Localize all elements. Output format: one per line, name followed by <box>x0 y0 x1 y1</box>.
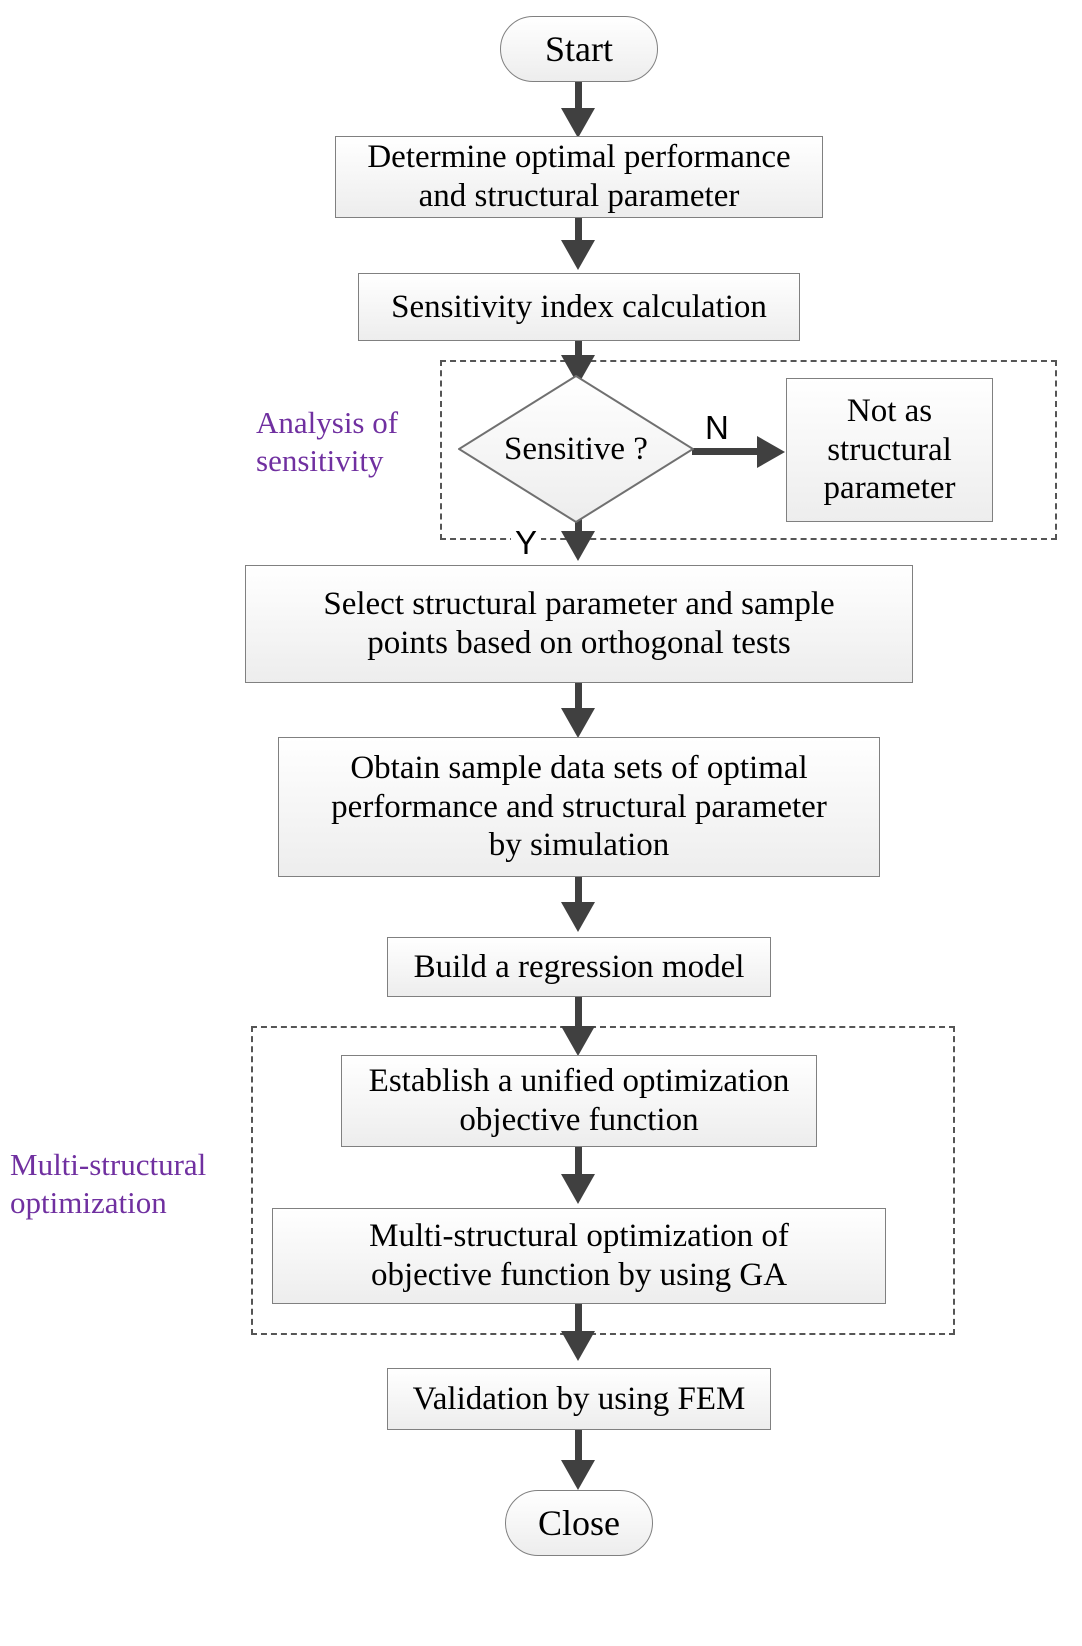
branch-label-yes: Y <box>511 526 542 559</box>
connector-obtain-samples-to-regression <box>575 876 582 912</box>
node-start[interactable]: Start <box>500 16 658 82</box>
connector-regression-to-establish-objective <box>575 996 582 1036</box>
connector-sensitivity-index-to-decision <box>575 340 582 368</box>
group-caption-multi-structural-optimization: Multi-structural optimization <box>10 1147 207 1220</box>
group-box-analysis-of-sensitivity <box>440 360 1057 540</box>
node-sensitivity-index-calculation[interactable]: Sensitivity index calculation <box>358 273 800 341</box>
arrowhead-validation-to-close <box>561 1460 595 1490</box>
arrowhead-establish-objective-to-multi-opt <box>561 1174 595 1204</box>
node-sensitive-decision[interactable]: Sensitive ? <box>458 375 694 523</box>
node-sensitive-decision-label: Sensitive ? <box>504 430 648 467</box>
arrowhead-regression-to-establish-objective <box>561 1026 595 1056</box>
node-select-structural-parameter[interactable]: Select structural parameter and sample p… <box>245 565 913 683</box>
connector-determine-to-sensitivity-index <box>575 216 582 248</box>
connector-start-to-determine <box>575 80 582 114</box>
connector-validation-to-close <box>575 1428 582 1472</box>
arrowhead-decision-no <box>757 436 785 468</box>
group-caption-analysis-of-sensitivity: Analysis of sensitivity <box>256 405 399 478</box>
group-box-multi-structural-optimization <box>251 1026 955 1335</box>
arrowhead-start-to-determine <box>561 108 595 138</box>
arrowhead-multi-opt-to-validation <box>561 1331 595 1361</box>
arrowhead-determine-to-sensitivity-index <box>561 240 595 270</box>
connector-decision-no-to-not-structural <box>692 448 764 455</box>
connector-establish-objective-to-multi-opt <box>575 1146 582 1184</box>
node-close[interactable]: Close <box>505 1490 653 1556</box>
arrowhead-select-params-to-obtain-samples <box>561 708 595 738</box>
node-obtain-sample-data-sets[interactable]: Obtain sample data sets of optimal perfo… <box>278 737 880 877</box>
connector-decision-yes-to-select-params <box>575 505 582 547</box>
node-build-a-regression-model[interactable]: Build a regression model <box>387 937 771 997</box>
connector-multi-opt-to-validation <box>575 1303 582 1341</box>
arrowhead-decision-yes <box>561 531 595 561</box>
node-validation-by-using-fem[interactable]: Validation by using FEM <box>387 1368 771 1430</box>
node-not-as-structural-parameter[interactable]: Not as structural parameter <box>786 378 993 522</box>
node-establish-unified-objective-function[interactable]: Establish a unified optimization objecti… <box>341 1055 817 1147</box>
branch-label-no: N <box>702 411 732 444</box>
connector-select-params-to-obtain-samples <box>575 682 582 718</box>
diamond-shape <box>458 375 694 523</box>
node-multi-structural-optimization-ga[interactable]: Multi-structural optimization of objecti… <box>272 1208 886 1304</box>
node-determine-optimal-performance[interactable]: Determine optimal performance and struct… <box>335 136 823 218</box>
arrowhead-obtain-samples-to-regression <box>561 902 595 932</box>
